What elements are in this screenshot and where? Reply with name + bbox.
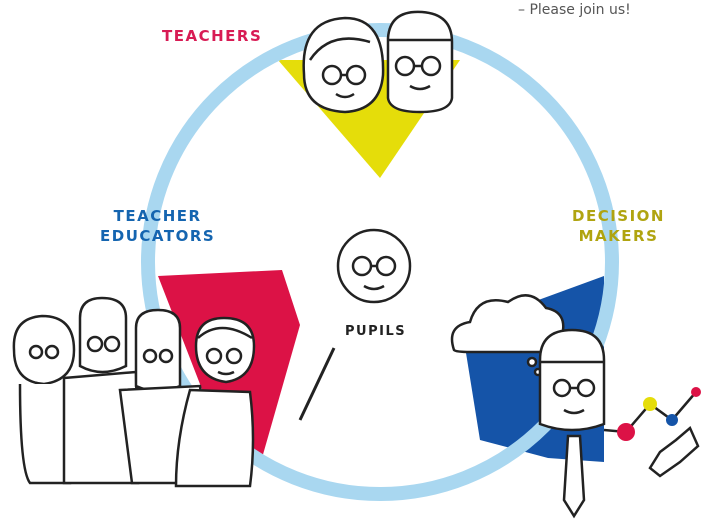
teacher-face-icon	[302, 10, 454, 114]
pointer-stick-icon	[298, 347, 336, 421]
teacher-educators-line1: TEACHER	[113, 207, 202, 225]
decision-maker-illustration	[538, 328, 606, 519]
decision-makers-line2: MAKERS	[578, 227, 659, 245]
teacher-educators-illustration	[12, 296, 256, 488]
teachers-label: TEACHERS	[162, 27, 263, 45]
teacher-educators-line2: EDUCATORS	[100, 227, 216, 245]
decision-makers-label: DECISION MAKERS	[572, 206, 665, 246]
pupils-label: PUPILS	[345, 324, 407, 339]
decision-makers-line1: DECISION	[572, 207, 665, 225]
hand-icon	[648, 425, 700, 478]
cloud-icon	[450, 294, 565, 377]
join-note: – Please join us!	[518, 2, 631, 18]
teacher-educators-label: TEACHER EDUCATORS	[100, 206, 215, 246]
pupil-face-icon	[336, 228, 412, 304]
trend-line-icon	[603, 387, 701, 441]
stakeholder-ring	[141, 23, 619, 501]
